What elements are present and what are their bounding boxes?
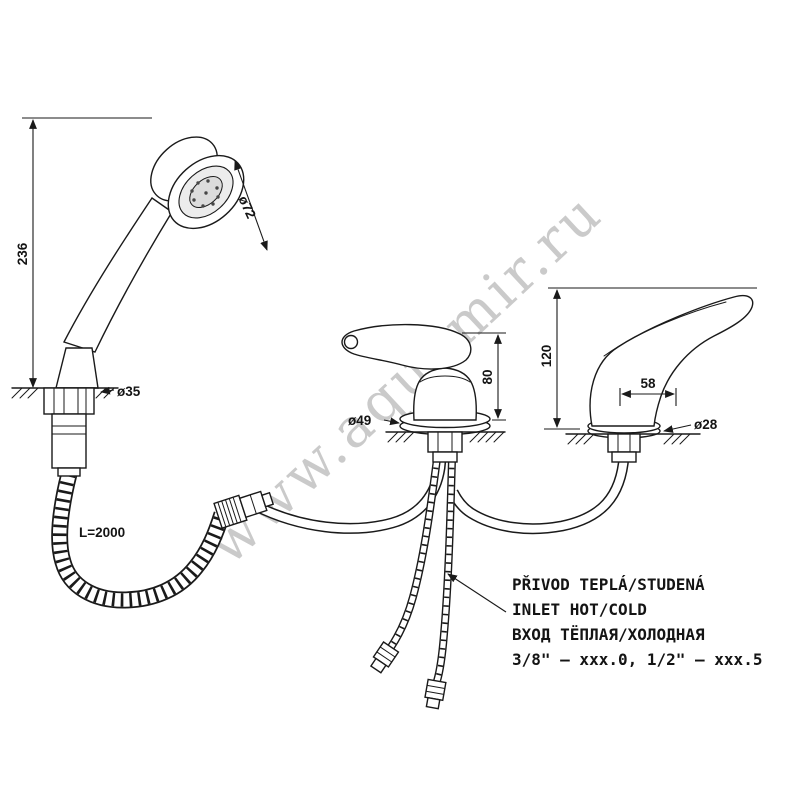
dim-mixer-base-diameter-label: ø49 — [348, 413, 371, 428]
dimension-35: ø35 — [100, 384, 141, 399]
spout-body — [589, 294, 754, 427]
note-line-czech: PŘIVOD TEPLÁ/STUDENÁ — [512, 575, 705, 594]
hand-shower — [62, 136, 245, 353]
dim-mixer-height-label: 80 — [480, 369, 495, 384]
mixer — [341, 323, 506, 463]
inlet-callout: PŘIVOD TEPLÁ/STUDENÁ INLET HOT/COLD ВХОД… — [447, 573, 762, 669]
dimension-120: 120 — [539, 287, 757, 430]
dimension-49: ø49 — [348, 413, 400, 428]
note-line-russian: ВХОД ТЁПЛАЯ/ХОЛОДНАЯ — [512, 625, 705, 644]
hose-connector — [213, 490, 275, 530]
inlet-hose-fitting-2 — [424, 678, 447, 710]
dim-spout-height-label: 120 — [539, 345, 554, 368]
dimension-236: 236 — [15, 117, 152, 388]
dim-spout-base-diameter-label: ø28 — [694, 417, 718, 432]
dimension-28: ø28 — [663, 417, 718, 433]
spout-supply-pipe — [448, 455, 630, 535]
inlet-hose-fitting-1 — [369, 640, 400, 674]
inlet-hoses — [387, 458, 456, 683]
mixer-lever — [341, 323, 472, 370]
dim-shower-height-label: 236 — [15, 242, 30, 265]
shower-holder-base — [11, 347, 119, 477]
shower-hose — [51, 471, 231, 609]
spout — [565, 294, 754, 463]
hose-length-label: L=2000 — [79, 525, 125, 540]
dim-shower-base-diameter-label: ø35 — [117, 384, 141, 399]
dimension-58: 58 — [619, 376, 677, 406]
spray-nozzles — [190, 179, 220, 208]
dimension-72: ø72 — [234, 160, 268, 251]
shower-handle — [62, 197, 173, 353]
note-line-english: INLET HOT/COLD — [512, 600, 647, 619]
note-line-thread-sizes: 3/8" – xxx.0, 1/2" – xxx.5 — [512, 650, 762, 669]
dimension-80: 80 — [462, 332, 506, 421]
dim-spout-base-width-label: 58 — [640, 376, 656, 391]
